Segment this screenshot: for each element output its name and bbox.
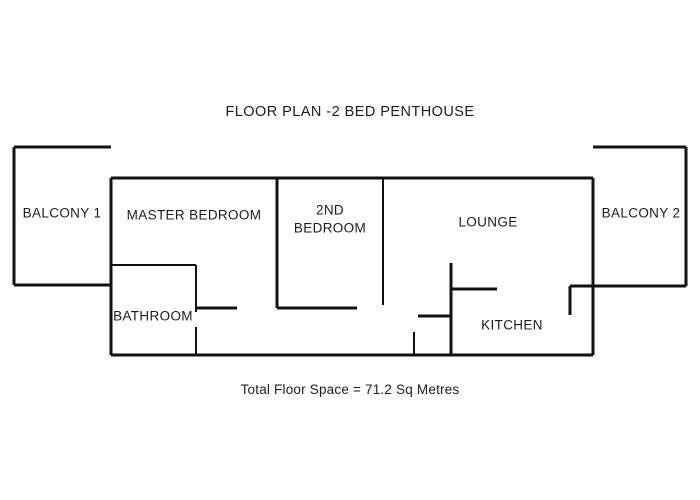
- room-label-balcony-1: BALCONY 1: [23, 206, 102, 221]
- room-label-master-bedroom: MASTER BEDROOM: [127, 208, 262, 223]
- page-title: FLOOR PLAN -2 BED PENTHOUSE: [225, 104, 475, 120]
- walls-group: [12, 145, 688, 357]
- room-label-kitchen: KITCHEN: [481, 318, 543, 333]
- floor-area-caption: Total Floor Space = 71.2 Sq Metres: [240, 382, 460, 397]
- room-label-bathroom: BATHROOM: [113, 309, 193, 324]
- room-labels-group: BALCONY 1 MASTER BEDROOM 2ND BEDROOM BATHROO…: [23, 203, 681, 333]
- room-label-lounge: LOUNGE: [458, 215, 517, 230]
- room-label-second-bedroom: 2ND: [316, 203, 344, 218]
- room-label-second-bedroom-line2: BEDROOM: [294, 221, 366, 236]
- room-label-balcony-2: BALCONY 2: [602, 206, 681, 221]
